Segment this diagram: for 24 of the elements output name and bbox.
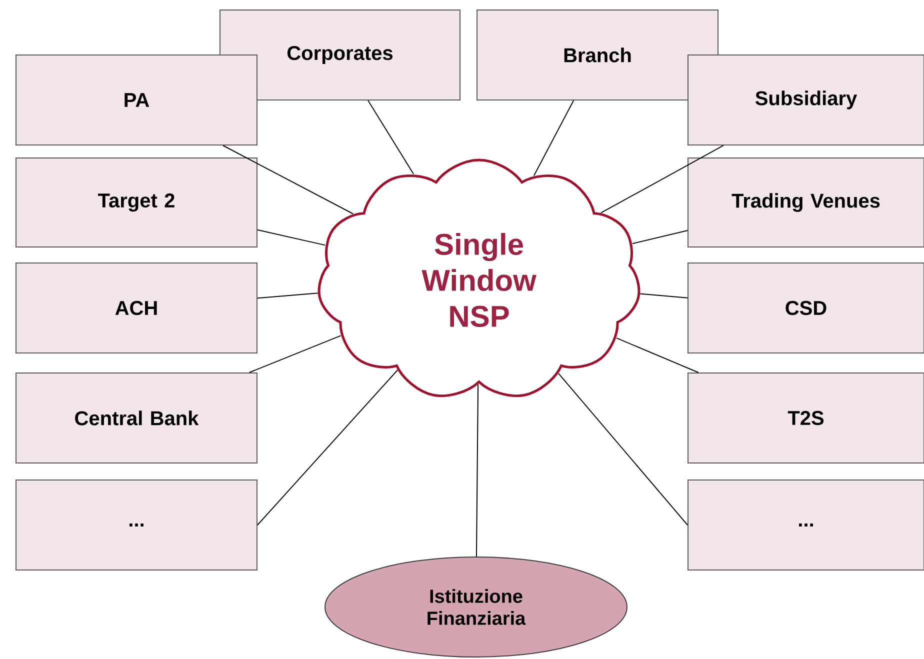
connector-line [600, 145, 724, 214]
entity-box: T2S [688, 372, 924, 464]
entity-box: Corporates [220, 10, 460, 100]
connector-line [248, 335, 342, 373]
connector-line [616, 338, 699, 373]
connector-line [558, 372, 688, 526]
connector-line [257, 229, 326, 246]
entity-box: ACH [16, 262, 258, 354]
connector-line [640, 293, 688, 298]
entity-box: Target 2 [16, 158, 258, 248]
entity-box: Central Bank [16, 372, 258, 464]
entity-box: Trading Venues [688, 158, 924, 248]
connector-line [632, 230, 688, 244]
entity-box: CSD [688, 262, 924, 354]
entity-box: Subsidiary [688, 54, 924, 146]
connector-line [257, 370, 398, 526]
entity-box: PA [16, 54, 258, 146]
entity-box: Branch [476, 10, 718, 100]
connector-line [368, 100, 414, 174]
connector-line [533, 100, 574, 176]
connector-line [222, 145, 354, 214]
connector-line [257, 292, 318, 299]
entity-box: ... [16, 480, 258, 570]
entity-box: ... [688, 480, 924, 570]
